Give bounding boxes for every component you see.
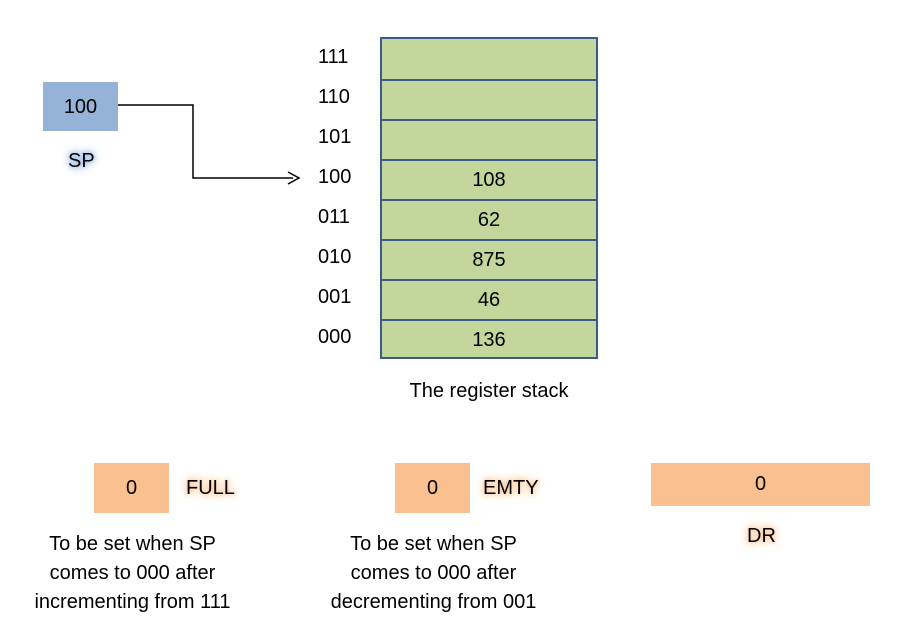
stack-address: 101 <box>318 126 352 148</box>
full-flag-note: To be set when SP comes to 000 after inc… <box>10 530 255 617</box>
sp-label: SP <box>68 150 95 172</box>
note-line: decrementing from 001 <box>330 591 537 613</box>
stack-address: 010 <box>318 246 352 268</box>
stack-cell: 108 <box>382 159 596 199</box>
emty-flag-box: 0 <box>395 463 470 513</box>
stack-address: 000 <box>318 326 352 348</box>
emty-flag-value: 0 <box>426 476 439 499</box>
stack-address: 011 <box>318 206 350 228</box>
note-line: To be set when SP <box>350 533 517 555</box>
stack-cell <box>382 119 596 159</box>
sp-register-box: 100 <box>43 82 118 131</box>
stack-address: 110 <box>318 86 350 108</box>
full-flag-label: FULL <box>186 477 235 499</box>
stack-address: 100 <box>318 166 352 188</box>
dr-label: DR <box>747 525 776 547</box>
full-flag-value: 0 <box>125 476 138 499</box>
dr-register-box: 0 <box>651 463 870 506</box>
stack-address: 001 <box>318 286 352 308</box>
stack-cell <box>382 39 596 79</box>
stack-caption: The register stack <box>409 380 569 402</box>
note-line: comes to 000 after <box>350 562 517 584</box>
dr-value: 0 <box>754 473 767 495</box>
stack-cell <box>382 79 596 119</box>
note-line: To be set when SP <box>49 533 216 555</box>
stack-address: 111 <box>318 46 349 68</box>
stack-cell: 46 <box>382 279 596 319</box>
sp-value: 100 <box>63 95 98 118</box>
note-line: comes to 000 after <box>49 562 216 584</box>
emty-flag-note: To be set when SP comes to 000 after dec… <box>311 530 556 617</box>
stack-cell: 136 <box>382 319 596 359</box>
stack-cell: 875 <box>382 239 596 279</box>
full-flag-box: 0 <box>94 463 169 513</box>
stack-cell: 62 <box>382 199 596 239</box>
emty-flag-label: EMTY <box>483 477 539 499</box>
note-line: incrementing from 111 <box>34 591 231 613</box>
register-stack: 108 62 875 46 136 <box>380 37 598 359</box>
